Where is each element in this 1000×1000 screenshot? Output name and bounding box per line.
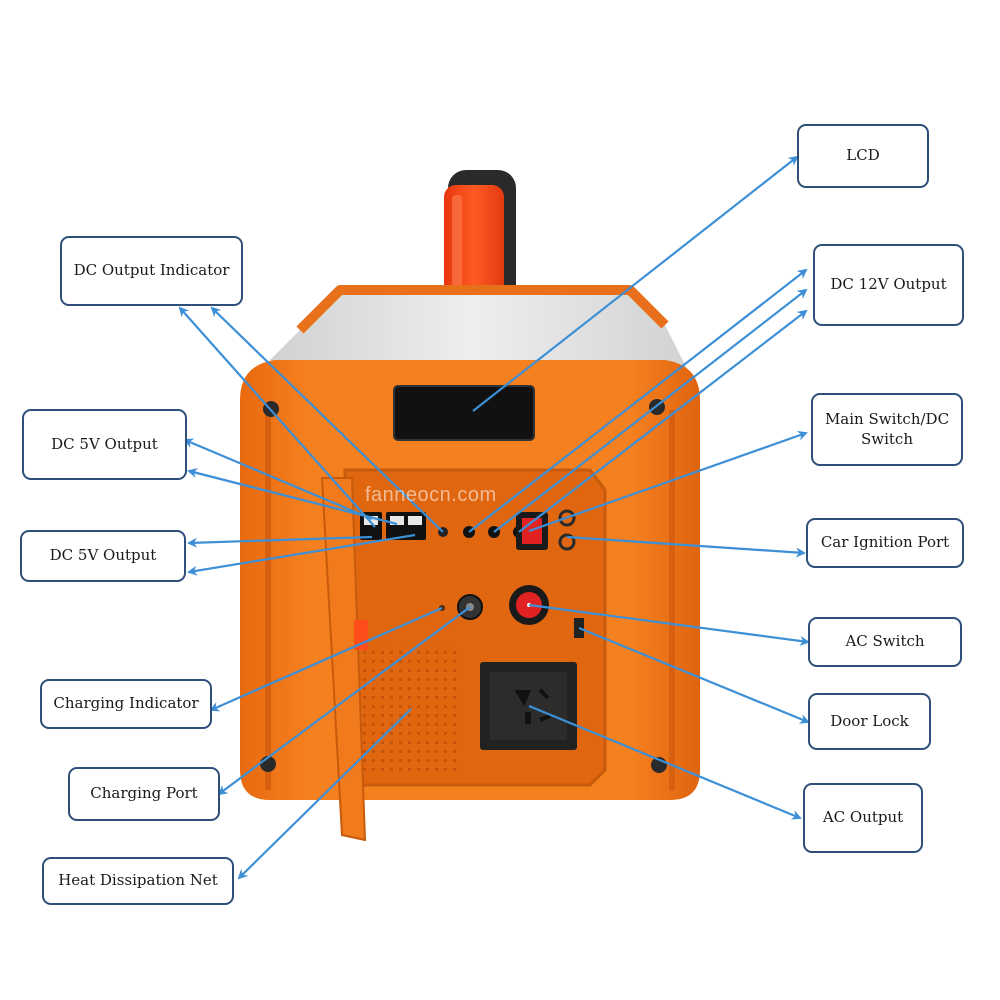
- side-door: [320, 477, 367, 842]
- arrow-dc-12v-2: [493, 288, 808, 533]
- label-main-switch: Main Switch/DC Switch: [811, 393, 963, 466]
- label-dc-5v-output-upper-text: DC 5V Output: [51, 434, 158, 453]
- arrow-car-ignition: [566, 535, 806, 558]
- label-ac-switch: AC Switch: [808, 617, 962, 667]
- label-ac-output: AC Output: [803, 783, 923, 853]
- label-charging-indicator: Charging Indicator: [40, 679, 212, 729]
- label-door-lock: Door Lock: [808, 693, 931, 750]
- arrow-ac-switch: [528, 603, 810, 646]
- callout-arrows: [178, 155, 810, 880]
- label-dc-5v-output-upper: DC 5V Output: [22, 409, 187, 480]
- label-door-lock-text: Door Lock: [830, 711, 909, 730]
- arrow-heat-dissipation: [237, 708, 412, 880]
- label-ac-switch-text: AC Switch: [845, 632, 925, 651]
- power-station-device: [240, 170, 700, 842]
- watermark-text: fanneocn.com: [365, 484, 497, 506]
- label-dc-12v-output-text: DC 12V Output: [830, 275, 947, 294]
- label-dc-output-indicator: DC Output Indicator: [60, 236, 243, 306]
- arrow-dc-output-indicator-1: [178, 306, 376, 528]
- label-lcd-text: LCD: [846, 146, 880, 165]
- label-charging-port: Charging Port: [68, 767, 220, 821]
- top-shell: [255, 290, 690, 375]
- arrow-door-lock: [578, 626, 810, 724]
- arrow-ac-output: [528, 704, 802, 820]
- label-lcd: LCD: [797, 124, 929, 188]
- label-dc-5v-output-lower: DC 5V Output: [20, 530, 186, 582]
- label-dc-12v-output: DC 12V Output: [813, 244, 964, 326]
- lcd-screen: [393, 385, 535, 441]
- car-ignition-port: [558, 509, 576, 551]
- arrow-lcd: [472, 155, 799, 412]
- label-car-ignition-port-text: Car Ignition Port: [820, 533, 950, 552]
- arrow-charging-port: [217, 606, 471, 796]
- arrow-dc-5v-lower-2: [187, 533, 416, 576]
- label-dc-5v-output-lower-text: DC 5V Output: [49, 546, 157, 565]
- arrow-dc-5v-upper-1: [183, 438, 373, 521]
- arrow-dc-output-indicator-2: [210, 306, 444, 533]
- arrow-charging-indicator: [209, 606, 443, 712]
- arrow-dc-5v-lower-1: [187, 535, 373, 548]
- arrow-main-switch: [528, 430, 808, 533]
- label-heat-dissipation-net-text: Heat Dissipation Net: [58, 871, 218, 890]
- arrow-dc-12v-3: [518, 309, 808, 533]
- label-dc-output-indicator-text: DC Output Indicator: [73, 261, 230, 280]
- label-main-switch-line1: Main Switch/DC: [824, 410, 950, 428]
- label-main-switch-line2: Switch: [860, 429, 913, 448]
- label-charging-port-text: Charging Port: [90, 784, 198, 803]
- label-charging-indicator-text: Charging Indicator: [53, 694, 199, 713]
- label-heat-dissipation-net: Heat Dissipation Net: [42, 857, 234, 905]
- arrow-dc-12v-1: [468, 268, 808, 533]
- label-ac-output-text: AC Output: [822, 808, 904, 827]
- label-car-ignition-port: Car Ignition Port: [806, 518, 964, 568]
- arrow-dc-5v-upper-2: [187, 468, 398, 526]
